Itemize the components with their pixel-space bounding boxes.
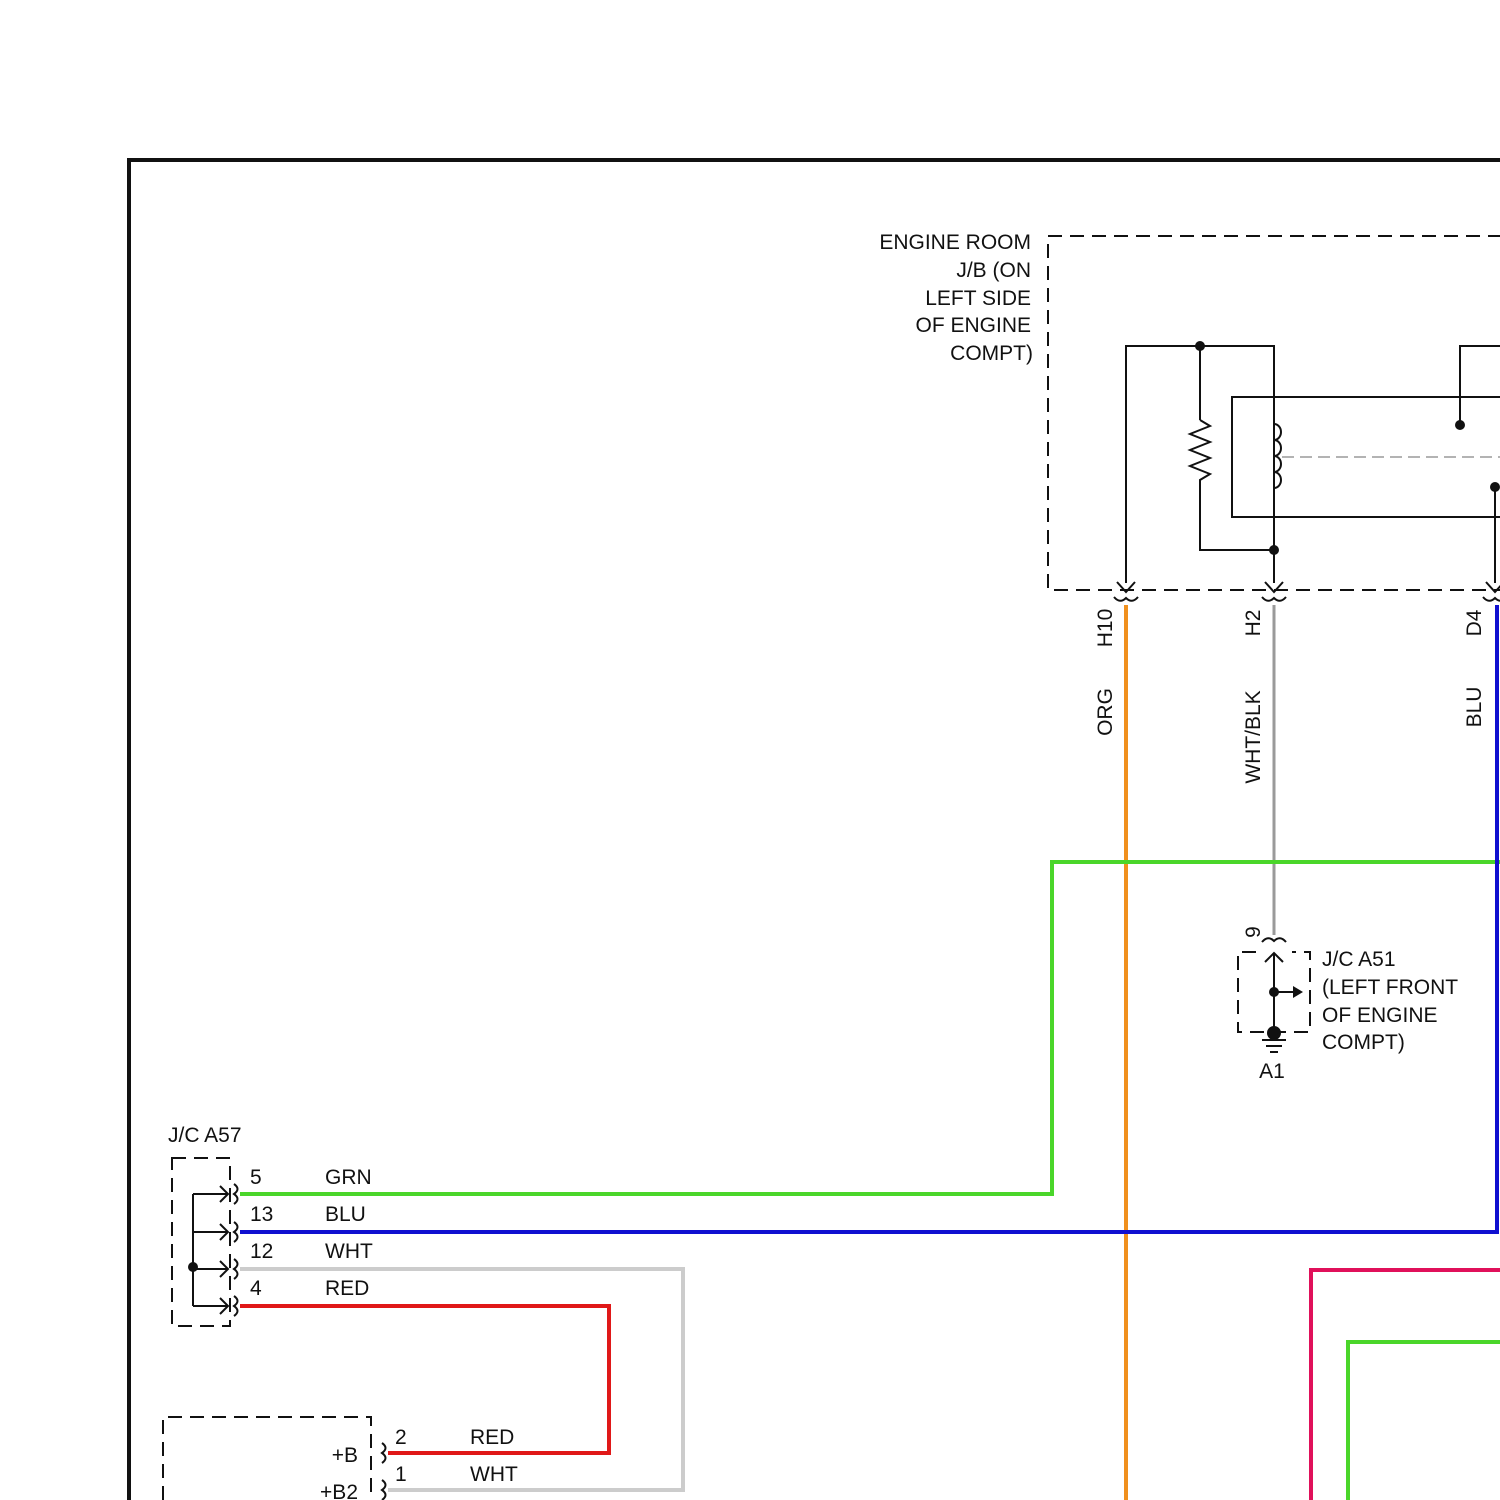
switch-contact-dot [1455,420,1465,430]
jc-a51-ground-label: A1 [1259,1060,1285,1083]
jc-a57-pin-13: 13 [250,1203,273,1226]
jc-a51-label-1: J/C A51 [1322,948,1396,971]
engine-room-jb-label-4: OF ENGINE [915,314,1031,337]
terminal-h10-label: H10 [1094,609,1117,648]
bottom-component: +B 2 RED +B2 1 WHT [163,1417,518,1500]
relay-switch-wire [1460,346,1500,425]
ground-icon [1262,1033,1286,1052]
junction-dot [188,1262,198,1272]
jc-a57-boundary [172,1158,230,1326]
wire-wht [240,1269,683,1490]
engine-room-jb-label-3: LEFT SIDE [925,287,1031,310]
bottom-pin-2-connector-icon [382,1443,386,1463]
engine-room-jb-label-1: ENGINE ROOM [879,231,1031,254]
connector-h2-icon [1262,582,1286,601]
bottom-pin-1-connector-icon [382,1480,386,1500]
switch-contact-dot [1490,482,1500,492]
jc-a57-label: J/C A57 [168,1124,242,1147]
jc-a57-wire-red: RED [325,1277,369,1300]
jc-a57-pin-12: 12 [250,1240,273,1263]
jc-a57-pin-5: 5 [250,1166,262,1189]
bottom-component-b-terminal: +B [332,1444,358,1467]
jc-a57-pin-4: 4 [250,1277,262,1300]
engine-room-jb: ENGINE ROOM J/B (ON LEFT SIDE OF ENGINE … [879,231,1500,601]
jc-a51-pin-label: 9 [1242,926,1265,938]
wire-color-blu-label: BLU [1463,687,1486,728]
jc-a57-wire-grn: GRN [325,1166,372,1189]
wire-grn-upper [240,862,1500,1194]
bottom-component-pin-2: 2 [395,1426,407,1449]
bottom-component-b2-terminal: +B2 [320,1481,358,1500]
terminal-h2-label: H2 [1242,610,1265,637]
connector-d4-icon [1483,582,1500,601]
jc-a51-label-2: (LEFT FRONT [1322,976,1458,999]
wire-color-whtblk-label: WHT/BLK [1242,690,1265,783]
junction-dot [1195,341,1205,351]
jc-a57-wire-wht: WHT [325,1240,373,1263]
jc-a51: 9 A1 J/C A51 (LEFT FRONT OF ENGINE COMPT… [1238,926,1458,1083]
bottom-component-wire-wht: WHT [470,1463,518,1486]
wire-color-org-label: ORG [1094,688,1117,736]
bottom-component-wire-red: RED [470,1426,514,1449]
junction-dot [1269,987,1279,997]
junction-dot [1269,545,1279,555]
connector-h10-icon [1114,582,1138,601]
wire-grn-lower [1348,1342,1500,1500]
engine-room-jb-label-2: J/B (ON [956,259,1031,282]
wire-crimson [1311,1270,1500,1500]
jc-a51-label-4: COMPT) [1322,1031,1405,1054]
engine-room-jb-label-5: COMPT) [950,342,1033,365]
wire-blu [240,605,1497,1232]
jc-a51-label-3: OF ENGINE [1322,1004,1438,1027]
jc-a57-wire-blu: BLU [325,1203,366,1226]
bottom-component-pin-1: 1 [395,1463,407,1486]
jc-a57: J/C A57 5 GRN 13 BLU 12 WHT 4 RED [168,1124,373,1326]
arrow-right-icon [1293,986,1303,998]
wire-red [240,1306,609,1453]
terminal-d4-label: D4 [1463,609,1486,636]
relay-coil-icon [1274,424,1281,488]
